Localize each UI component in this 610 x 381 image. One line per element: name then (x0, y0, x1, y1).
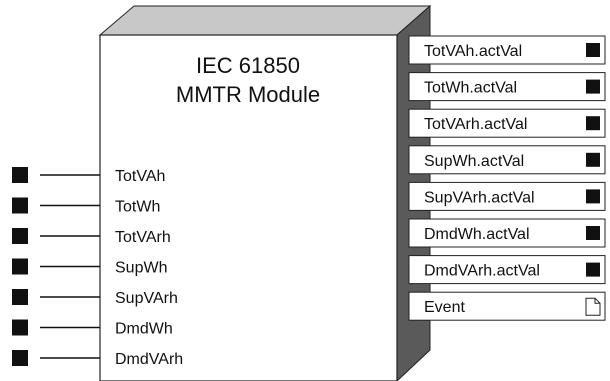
output-register-box[interactable] (408, 218, 606, 248)
output-register-box[interactable] (408, 255, 606, 285)
input-label: SupWh (115, 260, 167, 277)
input-terminal-icon[interactable] (12, 319, 28, 336)
input-list: TotVAhTotWhTotVArhSupWhSupVArhDmdWhDmdVA… (12, 167, 183, 368)
input-row: SupWh (12, 258, 167, 277)
output-register-box[interactable] (408, 108, 606, 138)
input-label: DmdWh (115, 321, 173, 338)
output-register-box[interactable] (408, 72, 606, 102)
filled-square-icon (586, 226, 600, 240)
output-register[interactable]: TotWh.actVal (408, 72, 606, 102)
input-label: TotVAh (115, 168, 165, 185)
output-register[interactable]: TotVAh.actVal (408, 35, 606, 65)
output-register[interactable]: Event (408, 291, 606, 321)
input-row: TotVArh (12, 228, 171, 246)
filled-square-icon (586, 189, 600, 204)
filled-square-icon (586, 262, 600, 277)
output-register-box[interactable] (408, 291, 606, 321)
output-register[interactable]: SupWh.actVal (408, 145, 606, 175)
output-register-box[interactable] (408, 181, 606, 211)
input-row: DmdWh (12, 319, 173, 338)
module-title-line1: IEC 61850 (196, 53, 300, 78)
output-label: TotWh.actVal (424, 80, 517, 97)
document-icon (585, 297, 601, 316)
module-top-face (98, 5, 432, 36)
input-row: TotWh (12, 197, 160, 216)
input-label: TotVArh (115, 229, 171, 246)
input-row: TotVAh (12, 167, 165, 185)
output-label: DmdWh.actVal (424, 226, 530, 243)
output-register[interactable]: DmdVArh.actVal (408, 255, 606, 285)
output-label: TotVAh.actVal (424, 43, 522, 60)
module-box (98, 4, 432, 381)
input-terminal-icon[interactable] (12, 258, 28, 275)
output-register[interactable]: SupVArh.actVal (408, 181, 606, 211)
filled-square-icon (586, 116, 600, 131)
output-label: DmdVArh.actVal (424, 263, 540, 280)
output-register-list: TotVAh.actValTotWh.actValTotVArh.actValS… (408, 35, 606, 321)
input-row: SupVArh (12, 289, 178, 307)
input-row: DmdVArh (12, 350, 183, 368)
output-register-box[interactable] (408, 35, 606, 65)
input-label: SupVArh (115, 290, 178, 307)
input-terminal-icon[interactable] (12, 289, 28, 305)
output-label: Event (424, 299, 465, 316)
output-register-box[interactable] (408, 145, 606, 175)
input-terminal-icon[interactable] (12, 228, 28, 244)
module-title-line2: MMTR Module (176, 82, 320, 107)
output-register[interactable]: TotVArh.actVal (408, 108, 606, 138)
output-label: SupWh.actVal (424, 153, 524, 170)
input-label: DmdVArh (115, 351, 183, 368)
input-terminal-icon[interactable] (12, 350, 28, 366)
input-label: TotWh (115, 199, 160, 216)
filled-square-icon (586, 152, 600, 167)
filled-square-icon (586, 79, 600, 94)
output-label: TotVArh.actVal (424, 116, 527, 133)
input-terminal-icon[interactable] (12, 167, 28, 183)
input-terminal-icon[interactable] (12, 197, 28, 214)
module-front-face (99, 34, 398, 381)
output-register[interactable]: DmdWh.actVal (408, 218, 606, 248)
output-label: SupVArh.actVal (424, 189, 535, 206)
filled-square-icon (586, 43, 600, 57)
